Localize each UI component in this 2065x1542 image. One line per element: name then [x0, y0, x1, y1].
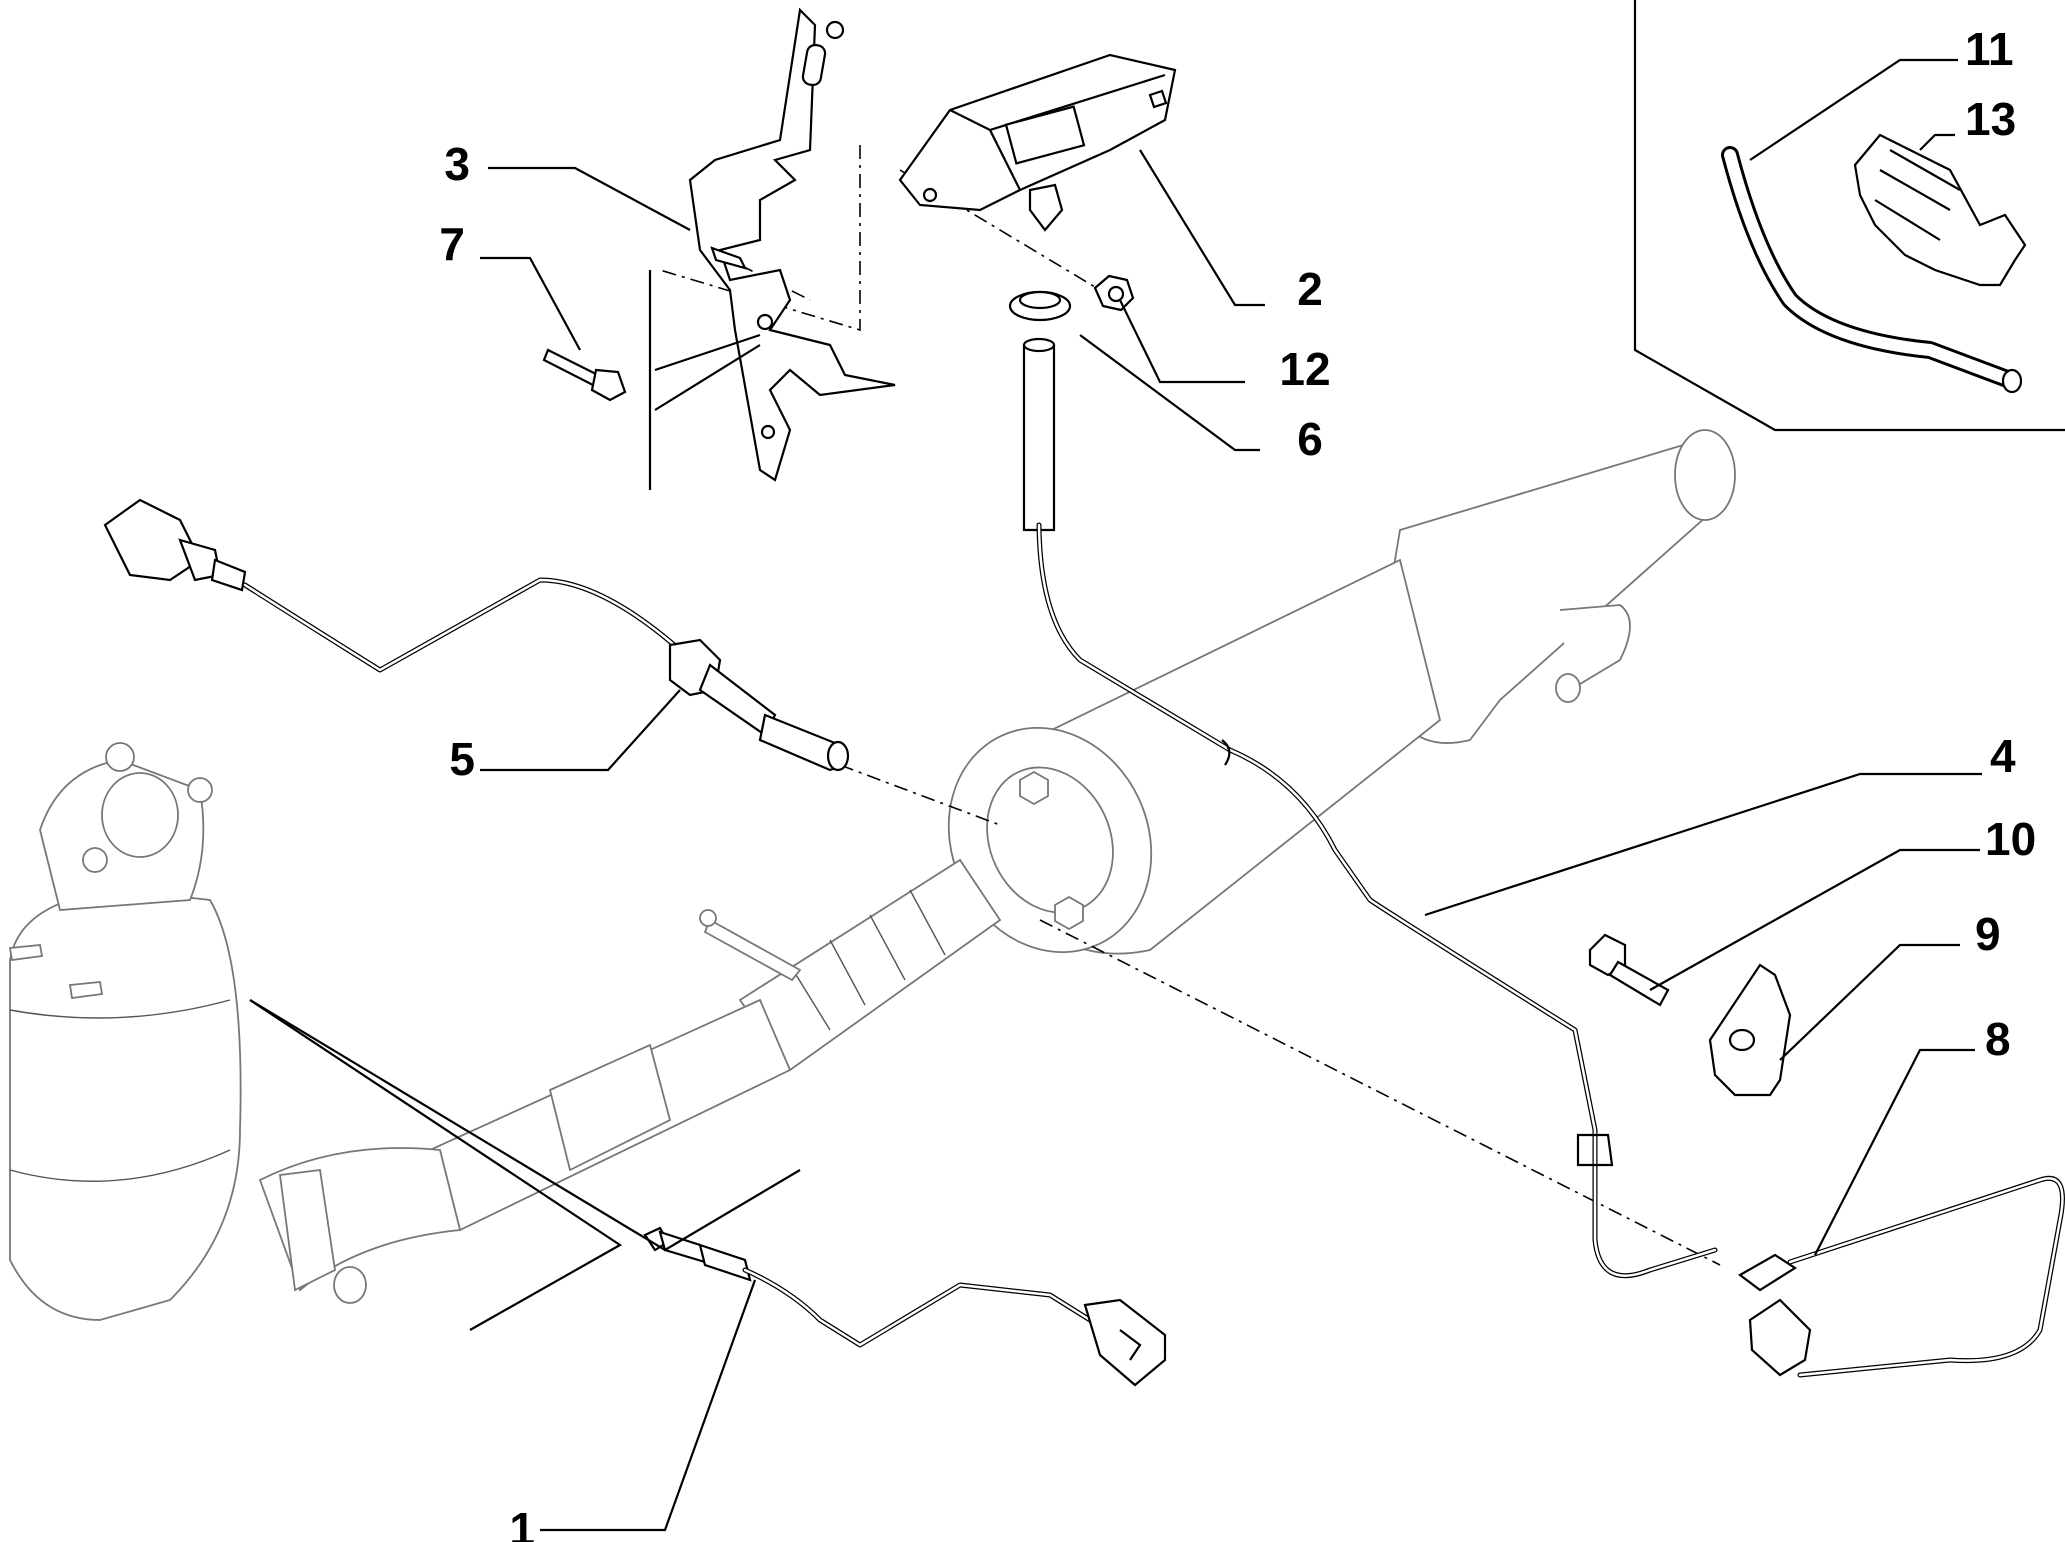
- part-11-hose: [1721, 146, 2023, 394]
- callout-13: 13: [1965, 93, 2016, 145]
- part-3-bracket: [688, 7, 896, 482]
- callout-1: 1: [509, 1503, 535, 1542]
- leader-1: [540, 1279, 757, 1532]
- callout-4: 4: [1990, 730, 2016, 782]
- leader-3: [488, 166, 691, 231]
- part-4-pressure-pipe: [1022, 337, 1718, 1279]
- part-5-temperature-sensor: [103, 498, 850, 772]
- callout-6: 6: [1297, 413, 1323, 465]
- callout-2: 2: [1297, 263, 1323, 315]
- callout-11: 11: [1965, 23, 2014, 75]
- callout-3: 3: [444, 138, 470, 190]
- leader-lines: [249, 58, 1982, 1532]
- bracket-stud: [710, 246, 748, 270]
- part-12-nut: [1093, 274, 1135, 312]
- part-2-pressure-sensor: [898, 53, 1177, 232]
- part-1-sensor: [643, 1226, 1167, 1387]
- leader-2: [1139, 149, 1265, 307]
- callout-9: 9: [1975, 908, 2001, 960]
- cat-indicator-2: [249, 999, 623, 1331]
- part-8-pipe: [1738, 1176, 2065, 1378]
- leader-8: [1814, 1048, 1975, 1256]
- callout-10: 10: [1985, 813, 2036, 865]
- part-10-bolt: [1588, 933, 1670, 1007]
- callout-7: 7: [439, 218, 465, 270]
- cat-indicator-1: [249, 999, 801, 1252]
- leader-6: [1079, 334, 1260, 452]
- part-6-hose-clamp: [1008, 290, 1072, 322]
- leader-9: [1779, 943, 1960, 1061]
- part-13-clip: [1853, 133, 2027, 287]
- callout-12: 12: [1279, 343, 1330, 395]
- leader-12: [1119, 299, 1245, 384]
- callouts: 1 2 3 4 5 6 7 8 9 10 11 12 13: [439, 23, 2036, 1542]
- bracket-indicator: [648, 270, 761, 490]
- leader-13: [1919, 133, 1955, 151]
- leader-5: [480, 689, 681, 772]
- leader-10: [1649, 848, 1980, 991]
- exhaust-assembly: [8, 429, 1736, 1321]
- callout-8: 8: [1985, 1013, 2011, 1065]
- callout-5: 5: [449, 733, 475, 785]
- inset-frame: [1633, 0, 2065, 432]
- part-7-bolt: [542, 348, 627, 402]
- leader-4: [1424, 772, 1982, 917]
- part-9-pipe-clip: [1708, 963, 1792, 1097]
- leader-7: [480, 256, 581, 351]
- leader-11: [1749, 58, 1958, 161]
